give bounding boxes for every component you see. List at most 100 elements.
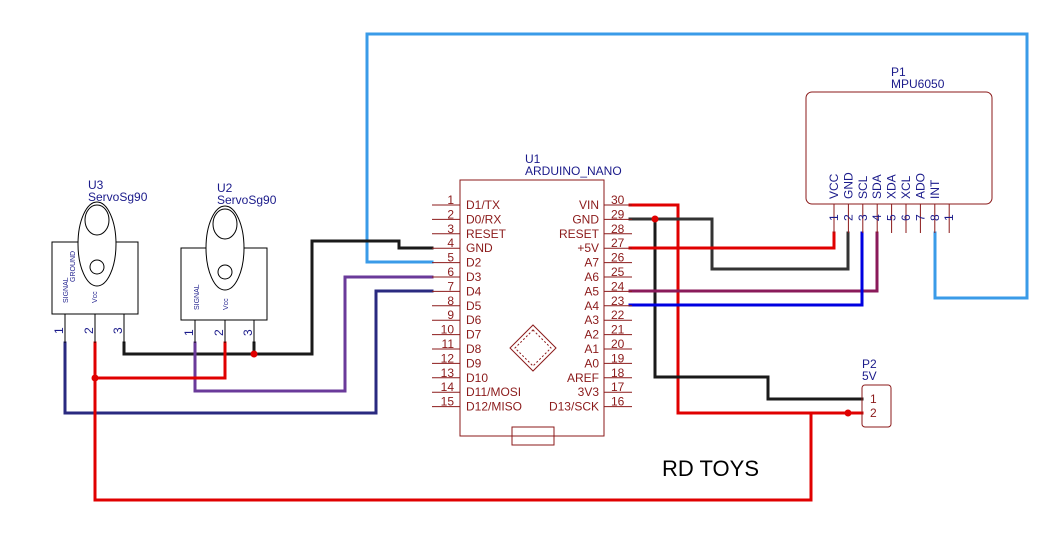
servo-u2-label-signal: SIGNAL (194, 284, 201, 310)
mpu-pin-num: 1 (942, 214, 956, 221)
servo-u2-pin-2: 2 (212, 329, 226, 336)
arduino-pin-name: A1 (584, 342, 599, 356)
arduino-pin-name: D1/TX (466, 198, 500, 212)
arduino-pin-num: 4 (447, 236, 454, 250)
arduino-pin-name: D0/RX (466, 212, 501, 226)
servo-u3-value: ServoSg90 (88, 190, 148, 204)
arduino-value: ARDUINO_NANO (525, 164, 622, 178)
mpu-pin-name: XCL (899, 175, 913, 199)
mpu-pin-name: SCL (856, 175, 870, 199)
arduino-pin-name: VIN (579, 198, 599, 212)
arduino-pin-num: 1 (447, 193, 454, 207)
power-connector-p2: P2 5V 1 2 (861, 357, 892, 428)
junction-p2 (844, 409, 852, 417)
arduino-pin-name: A4 (584, 299, 599, 313)
arduino-pin-num: 20 (611, 337, 625, 351)
arduino-pin-num: 9 (447, 308, 454, 322)
arduino-pin-name: A5 (584, 284, 599, 298)
arduino-pin-name: D8 (466, 342, 482, 356)
arduino-pin-num: 16 (611, 395, 625, 409)
arduino-pin-name: RESET (466, 227, 507, 241)
arduino-pin-name: GND (466, 241, 493, 255)
arduino-pin-num: 29 (611, 207, 625, 221)
arduino-pin-name: RESET (559, 227, 600, 241)
p2-pin-2: 2 (870, 406, 877, 420)
wire-gnd-to-servos (122, 239, 434, 356)
junction-gnd2 (651, 215, 659, 223)
arduino-pin-num: 15 (441, 395, 455, 409)
arduino-pin-num: 27 (611, 236, 625, 250)
junction-vcc (91, 374, 99, 382)
arduino-pin-num: 11 (442, 337, 455, 351)
mpu-pin-num: 6 (899, 214, 913, 221)
arduino-pin-num: 18 (611, 366, 625, 380)
arduino-pin-num: 8 (447, 294, 454, 308)
arduino-pin-name: D6 (466, 313, 482, 327)
servo-u3-label-signal: SIGNAL (63, 277, 70, 303)
arduino-pin-num: 26 (611, 251, 625, 265)
mpu-value: MPU6050 (891, 77, 945, 91)
arduino-pin-name: D3 (466, 270, 482, 284)
p2-value: 5V (862, 369, 877, 383)
arduino-pin-name: D2 (466, 256, 482, 270)
wire-servo-vcc (93, 341, 227, 380)
servo-u2-pin-3: 3 (241, 329, 255, 336)
arduino-pin-name: D7 (466, 328, 482, 342)
servo-u3-ref: U3 (88, 178, 104, 192)
arduino-pin-name: A3 (584, 313, 599, 327)
arduino-pin-name: D5 (466, 299, 482, 313)
p2-ref: P2 (862, 357, 877, 371)
arduino-body (459, 179, 605, 437)
arduino-pin-num: 24 (611, 279, 625, 293)
arduino-pin-name: D4 (466, 284, 482, 298)
mpu-pin-name: GND (841, 172, 855, 199)
arduino-pin-num: 25 (611, 265, 625, 279)
servo-u3-pin-2: 2 (82, 327, 96, 334)
wire-gnd-to-mpu (628, 217, 850, 271)
arduino-pin-num: 19 (611, 351, 625, 365)
arduino-pin-name: D9 (466, 356, 482, 370)
wire-a5-to-mpu-sda (628, 231, 879, 293)
arduino-pin-name: D10 (466, 371, 488, 385)
wires (63, 32, 1029, 502)
arduino-pin-num: 22 (611, 308, 625, 322)
brand-label: RD TOYS (662, 456, 759, 481)
wire-d2-to-mpu-int (365, 32, 1029, 300)
servo-u3-label-ground: GROUND (70, 251, 77, 282)
mpu-pin-name: INT (928, 179, 942, 199)
wire-servo-vcc-supply (93, 341, 864, 502)
servo-u2-value: ServoSg90 (217, 193, 277, 207)
arduino-ref: U1 (525, 152, 541, 166)
mpu-pin-num: 1 (827, 214, 841, 221)
arduino-pin-name: A6 (584, 270, 599, 284)
arduino-pin-name: 3V3 (578, 385, 600, 399)
arduino-pin-name: D13/SCK (549, 400, 599, 414)
mpu-pin-name: SDA (870, 174, 884, 199)
wire-d3-to-u2-signal (193, 275, 434, 393)
p2-pin-1: 1 (870, 392, 877, 406)
arduino-chip-icon (509, 324, 557, 372)
mpu-ref: P1 (891, 65, 906, 79)
mpu-pin-num: 3 (856, 214, 870, 221)
wire-d4-to-u3-signal (63, 289, 434, 415)
arduino-pin-name: AREF (567, 371, 599, 385)
servo-u2: U2 ServoSg90 SIGNAL Vcc 1 2 3 (180, 181, 277, 343)
arduino-pin-num: 6 (447, 265, 454, 279)
arduino-pin-name: D12/MISO (466, 400, 522, 414)
servo-u3-label-vcc: Vcc (92, 291, 99, 303)
servo-u3-pin-3: 3 (111, 327, 125, 334)
junction-gnd (250, 350, 258, 358)
arduino-pin-num: 13 (441, 366, 455, 380)
mpu-pin-name: ADO (913, 173, 927, 199)
arduino-pin-num: 10 (441, 323, 455, 337)
mpu-pin-num: 4 (870, 214, 884, 221)
wire-gnd-to-p2 (653, 217, 864, 401)
mpu-pin-num: 5 (885, 214, 899, 221)
servo-u3: U3 ServoSg90 SIGNAL GROUND Vcc 1 2 3 (51, 178, 148, 343)
mpu-pin-num: 7 (913, 214, 927, 221)
servo-u2-ref: U2 (217, 181, 233, 195)
